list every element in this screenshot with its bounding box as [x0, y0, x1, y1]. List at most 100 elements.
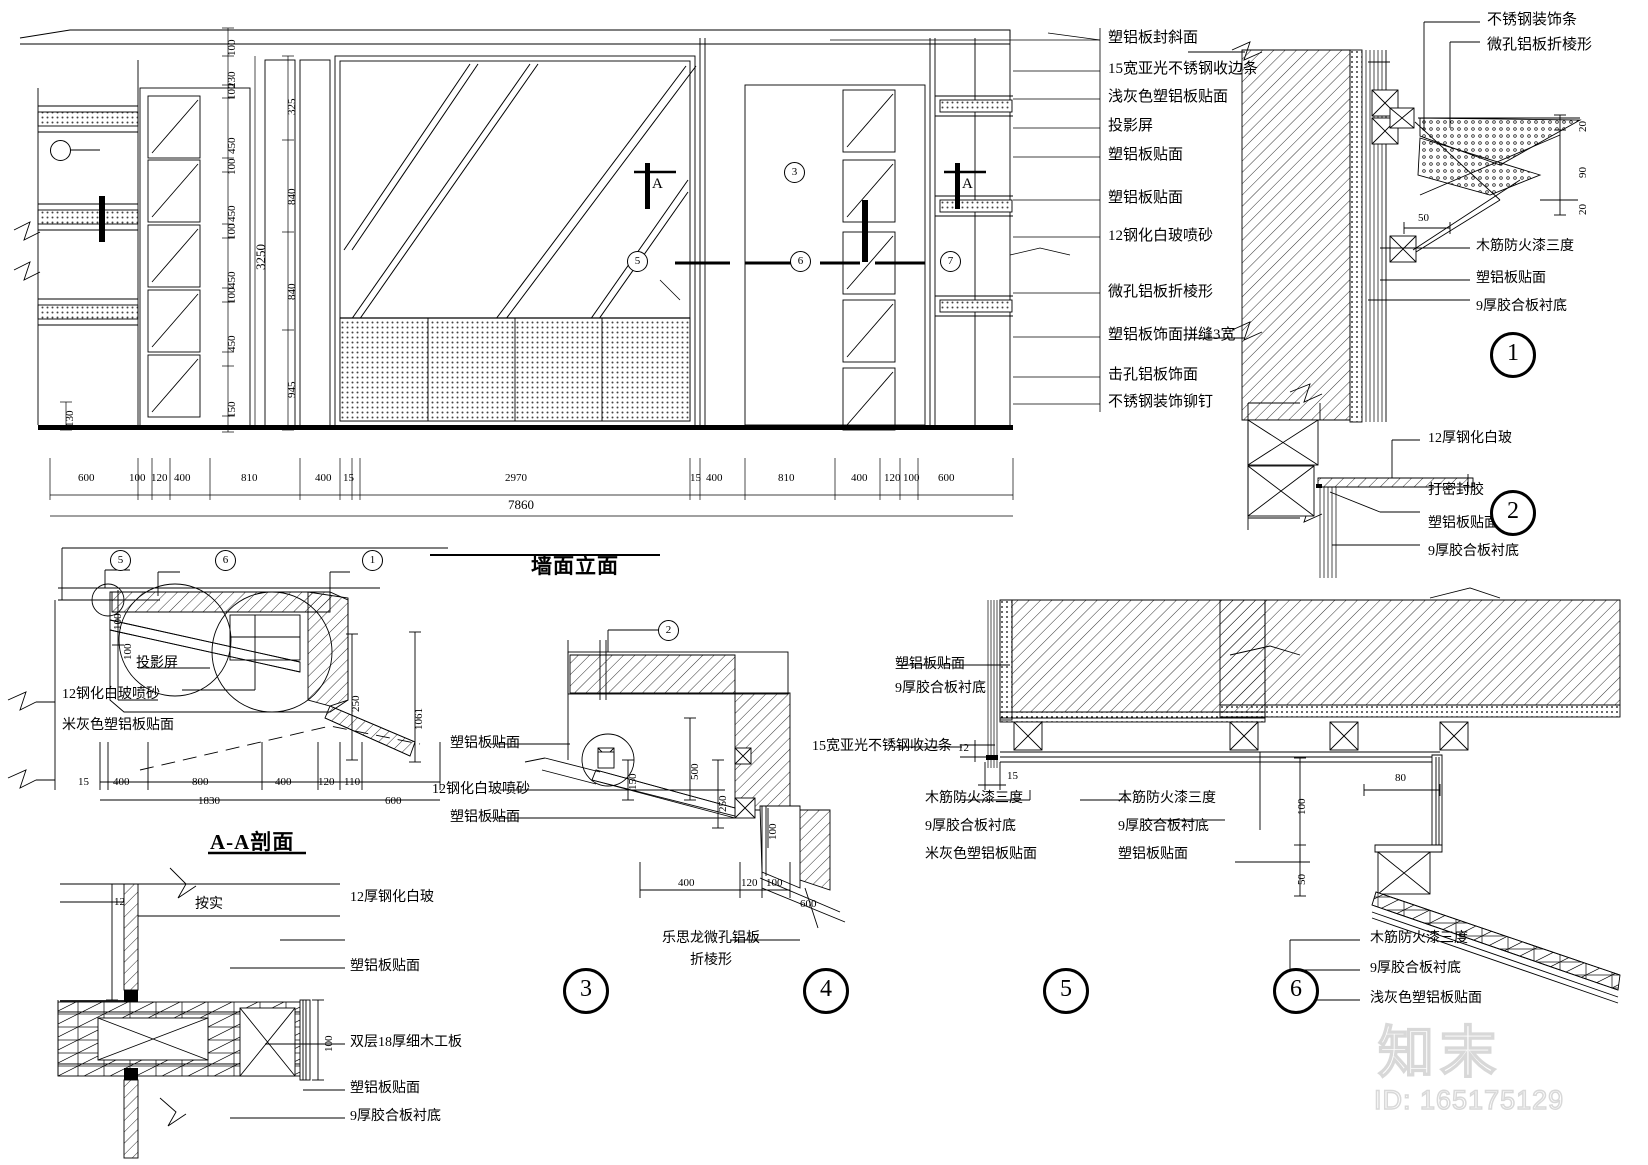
elevation-bubble-blank[interactable] [50, 140, 71, 161]
elevation-bubble-3[interactable]: 3 [784, 162, 805, 183]
section-dim-1830: 1830 [198, 795, 220, 807]
elevation-bubble-7[interactable]: 7 [940, 251, 961, 272]
section-marker-a-left: A [652, 176, 663, 192]
watermark-logo: 知末 [1377, 1020, 1502, 1085]
section-dim-800: 800 [192, 776, 209, 788]
dim-h-6: 15 [343, 472, 354, 484]
d3-label-glass: 12钢化白玻喷砂 [432, 782, 530, 797]
d2-label-sealant: 打密封胶 [1428, 483, 1484, 498]
dim-h-9: 400 [706, 472, 723, 484]
callout-label-4: 塑铝板贴面 [1108, 147, 1184, 163]
bl-label-asbuilt: 按实 [195, 897, 223, 912]
section-label-glass: 12钢化白玻喷砂 [62, 687, 160, 702]
dim-h-8: 15 [690, 472, 701, 484]
section-dim-15: 15 [78, 776, 89, 788]
dim-h-5: 400 [315, 472, 332, 484]
d1-label-perfalum: 微孔铝板折棱形 [1487, 37, 1593, 53]
section-dim-600: 600 [385, 795, 402, 807]
dim-h-7: 2970 [505, 472, 527, 484]
d1-dim-20a: 20 [1577, 121, 1589, 132]
d1-dim-90: 90 [1577, 167, 1589, 178]
callout-label-9: 击孔铝板饰面 [1108, 367, 1199, 383]
d6-label-plywood: 9厚胶合板衬底 [1118, 819, 1209, 834]
section-bubble-1[interactable]: 1 [362, 550, 383, 571]
d6-label-fireproof: 木筋防火漆三度 [1118, 791, 1216, 806]
callout-label-8: 塑铝板饰面拼缝3宽 [1108, 327, 1236, 343]
section-dim-400a: 400 [113, 776, 130, 788]
section-label-panel: 米灰色塑铝板贴面 [62, 718, 174, 733]
section-dim-100a: 100 [122, 643, 134, 661]
d6-label-greypanel: 浅灰色塑铝板贴面 [1370, 991, 1482, 1006]
section-dim-1061: 1061 [413, 708, 425, 730]
d4-dim-600: 600 [800, 898, 817, 910]
bl-dim-12: 12 [114, 896, 125, 908]
d3-label-panel2: 塑铝板贴面 [450, 810, 520, 825]
d1-dim-20b: 20 [1577, 204, 1589, 215]
elevation-bubble-5[interactable]: 5 [627, 251, 648, 272]
d6-label-fireproof2: 木筋防火漆三度 [1370, 931, 1468, 946]
d5-label-plywood2: 9厚胶合板衬底 [925, 819, 1016, 834]
dim-v-100d: 100 [226, 223, 238, 241]
d4-label-perf2: 折棱形 [690, 953, 732, 968]
d2-label-glass: 12厚钢化白玻 [1428, 431, 1512, 446]
section-bubble-6[interactable]: 6 [215, 550, 236, 571]
dim-v-840a: 840 [286, 188, 298, 206]
callout-label-0: 塑铝板封斜面 [1108, 30, 1199, 46]
dim-h-3: 400 [174, 472, 191, 484]
dim-v-450c: 450 [226, 271, 238, 289]
section-label-screen: 投影屏 [136, 656, 178, 671]
bl-label-glass: 12厚钢化白玻 [350, 890, 434, 905]
detail-number-1[interactable]: 1 [1490, 332, 1536, 378]
section-dim-250: 250 [350, 695, 362, 713]
detail-number-6[interactable]: 6 [1273, 968, 1319, 1014]
section-dim-100b: 100 [112, 613, 124, 631]
d4-dim-120: 120 [741, 877, 758, 889]
d4-label-perf1: 乐思龙微孔铝板 [662, 931, 760, 946]
dim-overall-width: 7860 [508, 497, 534, 512]
d6-dim-50: 50 [1296, 874, 1308, 885]
dim-v-130: 130 [64, 410, 76, 428]
d4-dim-100v: 100 [767, 823, 779, 841]
dim-h-4: 810 [241, 472, 258, 484]
bl-dim-100: 100 [323, 1035, 335, 1053]
d6-dim-80: 80 [1395, 772, 1406, 784]
d3-label-panel1: 塑铝板贴面 [450, 736, 520, 751]
dim-v-100c: 100 [226, 158, 238, 176]
detail-number-3[interactable]: 3 [563, 968, 609, 1014]
dim-v-325: 325 [286, 98, 298, 116]
dim-h-10: 810 [778, 472, 795, 484]
bl-label-blockboard: 双层18厚细木工板 [350, 1035, 462, 1050]
dim-h-11: 400 [851, 472, 868, 484]
section-title: A-A剖面 [210, 830, 295, 854]
section-dim-110: 110 [344, 776, 361, 788]
d2-label-panel: 塑铝板贴面 [1428, 516, 1498, 531]
dim-h-14: 600 [938, 472, 955, 484]
d6-dim-100: 100 [1296, 798, 1308, 816]
section-dim-400b: 400 [275, 776, 292, 788]
dim-v-100e: 100 [226, 287, 238, 305]
watermark-id: ID: 165175129 [1373, 1084, 1565, 1116]
elevation-bubble-6[interactable]: 6 [790, 251, 811, 272]
dim-h-0: 600 [78, 472, 95, 484]
d5-label-steeledge: 15宽亚光不锈钢收边条 [812, 739, 952, 754]
d4-dim-100h: 100 [766, 877, 783, 889]
dim-h-13: 100 [903, 472, 920, 484]
section-marker-a-right: A [962, 176, 973, 192]
d6-label-plywood2: 9厚胶合板衬底 [1370, 961, 1461, 976]
d1-label-steeltrim: 不锈钢装饰条 [1487, 12, 1578, 28]
detail-number-4[interactable]: 4 [803, 968, 849, 1014]
dim-v-450a: 450 [226, 137, 238, 155]
dim-h-1: 100 [129, 472, 146, 484]
callout-label-7: 微孔铝板折棱形 [1108, 284, 1214, 300]
section-bubble-5[interactable]: 5 [110, 550, 131, 571]
callout-label-1: 15宽亚光不锈钢收边条 [1108, 61, 1259, 77]
d5-label-panel: 塑铝板贴面 [895, 657, 965, 672]
detail-number-2[interactable]: 2 [1490, 490, 1536, 536]
d4-dim-150: 150 [627, 773, 639, 791]
dim-h-2: 120 [151, 472, 168, 484]
detail-number-5[interactable]: 5 [1043, 968, 1089, 1014]
d1-label-panel: 塑铝板贴面 [1476, 271, 1546, 286]
detail4-bubble-2[interactable]: 2 [658, 620, 679, 641]
d4-dim-250: 250 [717, 795, 729, 813]
